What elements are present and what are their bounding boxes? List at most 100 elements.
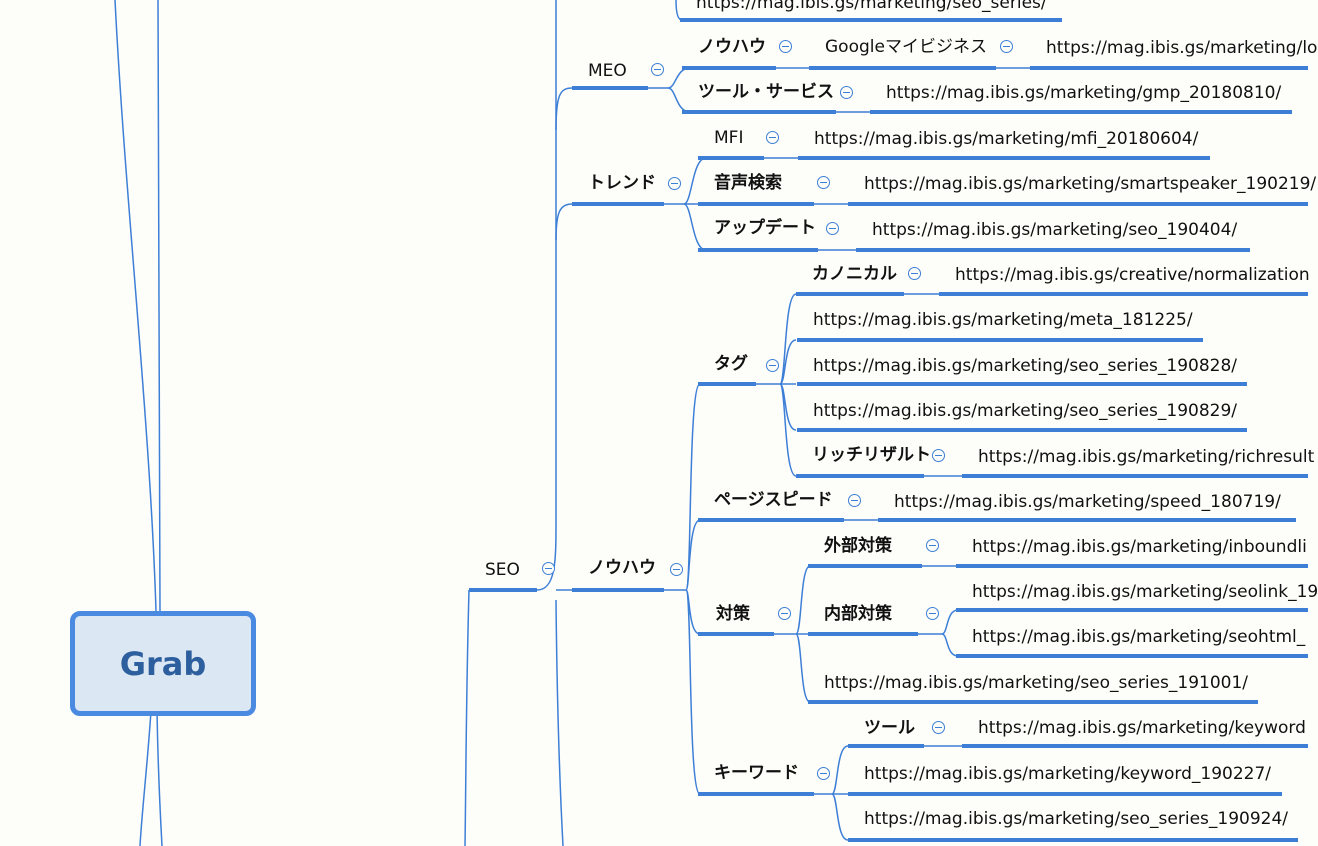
keyword-url-1[interactable]: https://mag.ibis.gs/marketing/keyword_19…: [864, 764, 1271, 784]
rich-result-underline: [796, 474, 924, 478]
external-collapse-icon[interactable]: [926, 539, 939, 552]
keyword-tool-underline: [848, 744, 924, 748]
pagespeed-collapse-icon[interactable]: [848, 494, 861, 507]
mfi-node[interactable]: MFI: [714, 128, 744, 148]
tag-collapse-icon[interactable]: [766, 359, 779, 372]
internal-connector: [941, 633, 959, 657]
trend-node[interactable]: トレンド: [588, 173, 656, 193]
tag-node[interactable]: タグ: [714, 354, 748, 374]
update-node[interactable]: アップデート: [714, 218, 816, 238]
pagespeed-node[interactable]: ページスピード: [714, 490, 833, 510]
voice-search-url-underline: [848, 202, 1308, 206]
rich-result-node[interactable]: リッチリザルト: [812, 445, 931, 465]
canonical-node[interactable]: カノニカル: [812, 264, 897, 284]
pagespeed-url[interactable]: https://mag.ibis.gs/marketing/speed_1807…: [894, 492, 1281, 512]
keyword-tool-node[interactable]: ツール: [864, 718, 915, 738]
taisaku-url-underline: [808, 700, 1258, 704]
tag-url-1-underline: [797, 338, 1203, 342]
pagespeed-underline: [698, 518, 844, 522]
mfi-url[interactable]: https://mag.ibis.gs/marketing/mfi_201806…: [814, 129, 1199, 149]
keyword-connector: [831, 793, 849, 841]
nouhau-connector: [685, 589, 701, 795]
nouhau-collapse-icon[interactable]: [670, 563, 683, 576]
meo-tool-url-underline: [870, 110, 1292, 114]
rich-result-collapse-icon[interactable]: [932, 449, 945, 462]
internal-collapse-icon[interactable]: [926, 607, 939, 620]
taisaku-underline: [698, 632, 774, 636]
update-collapse-icon[interactable]: [826, 222, 839, 235]
keyword-tool-url-underline: [962, 744, 1308, 748]
canonical-url[interactable]: https://mag.ibis.gs/creative/normalizati…: [955, 265, 1310, 285]
root-link: [157, 0, 161, 612]
seo-underline: [469, 588, 537, 592]
root-link: [139, 710, 152, 846]
trend-collapse-icon[interactable]: [668, 177, 681, 190]
update-url-underline: [856, 248, 1250, 252]
canonical-underline: [796, 292, 904, 296]
keyword-underline: [698, 792, 814, 796]
google-mybusiness-node[interactable]: Googleマイビジネス: [825, 37, 987, 57]
google-mybusiness-collapse-icon[interactable]: [1000, 40, 1013, 53]
update-underline: [698, 248, 818, 252]
nouhau-underline: [572, 588, 664, 592]
external-node[interactable]: 外部対策: [824, 536, 892, 556]
meo-nouhau-node[interactable]: ノウハウ: [698, 37, 766, 57]
keyword-node[interactable]: キーワード: [714, 763, 799, 783]
keyword-url-2[interactable]: https://mag.ibis.gs/marketing/seo_series…: [864, 809, 1289, 829]
update-url[interactable]: https://mag.ibis.gs/marketing/seo_190404…: [872, 220, 1238, 240]
external-url[interactable]: https://mag.ibis.gs/marketing/inboundli: [972, 537, 1307, 557]
mfi-underline: [698, 156, 764, 160]
internal-url-2[interactable]: https://mag.ibis.gs/marketing/seohtml_: [972, 627, 1306, 647]
voice-search-collapse-icon[interactable]: [817, 176, 830, 189]
tag-url-1[interactable]: https://mag.ibis.gs/marketing/meta_18122…: [813, 310, 1193, 330]
top-url-node[interactable]: https://mag.ibis.gs/marketing/seo_series…: [696, 0, 1047, 13]
meo-nouhau-url[interactable]: https://mag.ibis.gs/marketing/lo: [1046, 38, 1318, 58]
meo-node[interactable]: MEO: [588, 61, 627, 81]
seo-continue: [555, 599, 564, 846]
rich-result-url[interactable]: https://mag.ibis.gs/marketing/richresult: [978, 447, 1315, 467]
taisaku-url[interactable]: https://mag.ibis.gs/marketing/seo_series…: [824, 673, 1249, 693]
top-url-connector: [675, 0, 683, 21]
tag-connector: [779, 383, 797, 477]
seo-branch-connector: [536, 0, 557, 591]
internal-node[interactable]: 内部対策: [824, 604, 892, 624]
taisaku-node[interactable]: 対策: [716, 604, 750, 624]
keyword-url-2-underline: [848, 838, 1298, 842]
internal-url-1[interactable]: https://mag.ibis.gs/marketing/seolink_19: [972, 582, 1318, 602]
meo-tool-url[interactable]: https://mag.ibis.gs/marketing/gmp_201808…: [886, 83, 1282, 103]
meo-collapse-icon[interactable]: [651, 63, 664, 76]
tag-url-3-underline: [797, 428, 1247, 432]
google-mybusiness-underline: [809, 66, 996, 70]
nouhau-node[interactable]: ノウハウ: [588, 558, 656, 578]
external-url-underline: [956, 564, 1308, 568]
meo-nouhau-underline: [682, 66, 776, 70]
keyword-tool-url[interactable]: https://mag.ibis.gs/marketing/keyword: [978, 718, 1306, 738]
top-url-underline: [680, 18, 1062, 22]
canonical-url-underline: [939, 292, 1308, 296]
taisaku-collapse-icon[interactable]: [778, 607, 791, 620]
seo-collapse-icon[interactable]: [542, 562, 555, 575]
tag-url-2-underline: [797, 382, 1247, 386]
keyword-tool-collapse-icon[interactable]: [932, 721, 945, 734]
meo-nouhau-collapse-icon[interactable]: [779, 40, 792, 53]
rich-result-url-underline: [962, 474, 1308, 478]
tag-url-2[interactable]: https://mag.ibis.gs/marketing/seo_series…: [813, 356, 1238, 376]
meo-tool-underline: [682, 110, 836, 114]
taisaku-connector: [774, 565, 811, 635]
internal-url-1-underline: [956, 608, 1308, 612]
mfi-collapse-icon[interactable]: [766, 131, 779, 144]
pagespeed-url-underline: [878, 518, 1296, 522]
voice-search-url[interactable]: https://mag.ibis.gs/marketing/smartspeak…: [864, 174, 1317, 194]
nouhau-connector: [685, 519, 701, 591]
canonical-collapse-icon[interactable]: [908, 267, 921, 280]
keyword-collapse-icon[interactable]: [817, 767, 830, 780]
trend-connector: [683, 203, 707, 251]
root-node[interactable]: Grab: [70, 611, 256, 716]
voice-search-node[interactable]: 音声検索: [714, 173, 782, 193]
seo-to-meo: [555, 87, 573, 131]
nouhau-connector: [664, 383, 701, 591]
meo-tool-collapse-icon[interactable]: [840, 86, 853, 99]
tag-url-3[interactable]: https://mag.ibis.gs/marketing/seo_series…: [813, 401, 1238, 421]
meo-tool-node[interactable]: ツール・サービス: [698, 82, 834, 102]
seo-node[interactable]: SEO: [485, 560, 520, 580]
